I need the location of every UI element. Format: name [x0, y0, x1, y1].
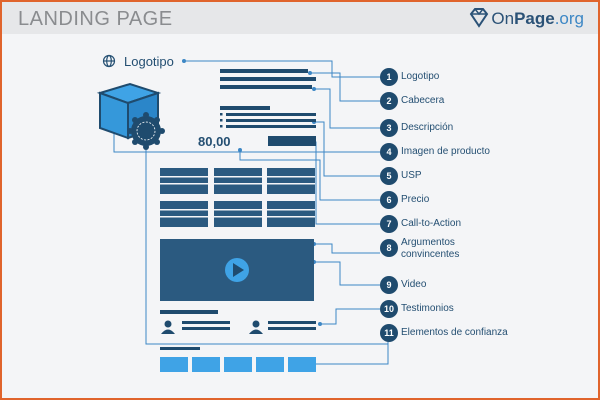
- legend-label: Testimonios: [401, 303, 454, 314]
- legend-number: 5: [380, 167, 398, 185]
- header-bar: LANDING PAGE OnPage.org: [2, 2, 598, 34]
- testimonials-block: [160, 310, 316, 334]
- globe-icon: [102, 54, 116, 68]
- legend-label: USP: [401, 170, 422, 181]
- legend-label: Logotipo: [401, 71, 440, 82]
- brand-on: On: [491, 9, 515, 28]
- legend-number: 3: [380, 119, 398, 137]
- brand-org: .org: [554, 9, 584, 28]
- brand-page: Page: [514, 9, 555, 28]
- legend-number: 1: [380, 68, 398, 86]
- page-title: LANDING PAGE: [18, 8, 173, 30]
- play-icon: [225, 258, 249, 282]
- brand-logo: OnPage.org: [491, 9, 584, 29]
- person-icon: [161, 320, 175, 334]
- connector-lines: [113, 60, 389, 365]
- legend-number: 11: [380, 324, 398, 342]
- legend-label: Call-to-Action: [401, 218, 462, 229]
- seal-icon: [127, 112, 165, 150]
- argument-blocks: [160, 168, 315, 227]
- trust-badges: [160, 357, 316, 372]
- legend-number: 9: [380, 276, 398, 294]
- legend-number: 10: [380, 300, 398, 318]
- legend-label: Argumentos convincentes: [401, 237, 460, 260]
- header-text-lines: [220, 69, 316, 89]
- cta-button-wireframe: [268, 136, 316, 146]
- legend-number: 2: [380, 92, 398, 110]
- trust-title-line: [160, 347, 200, 350]
- logo-label: Logotipo: [124, 54, 174, 69]
- legend-label: Cabecera: [401, 95, 445, 106]
- legend-number: 6: [380, 191, 398, 209]
- legend-number: 8: [380, 239, 398, 257]
- legend-label: Precio: [401, 194, 430, 205]
- legend-label: Descripción: [401, 122, 454, 133]
- onpage-diamond-icon: [469, 8, 489, 28]
- legend-label: Imagen de producto: [401, 146, 490, 157]
- legend-number: 4: [380, 143, 398, 161]
- description-lines: [220, 106, 316, 128]
- legend-label: Elementos de confianza: [401, 327, 508, 338]
- legend-label: Video: [401, 279, 427, 290]
- person-icon: [249, 320, 263, 334]
- price-value: 80,00: [198, 134, 231, 149]
- legend-number: 7: [380, 215, 398, 233]
